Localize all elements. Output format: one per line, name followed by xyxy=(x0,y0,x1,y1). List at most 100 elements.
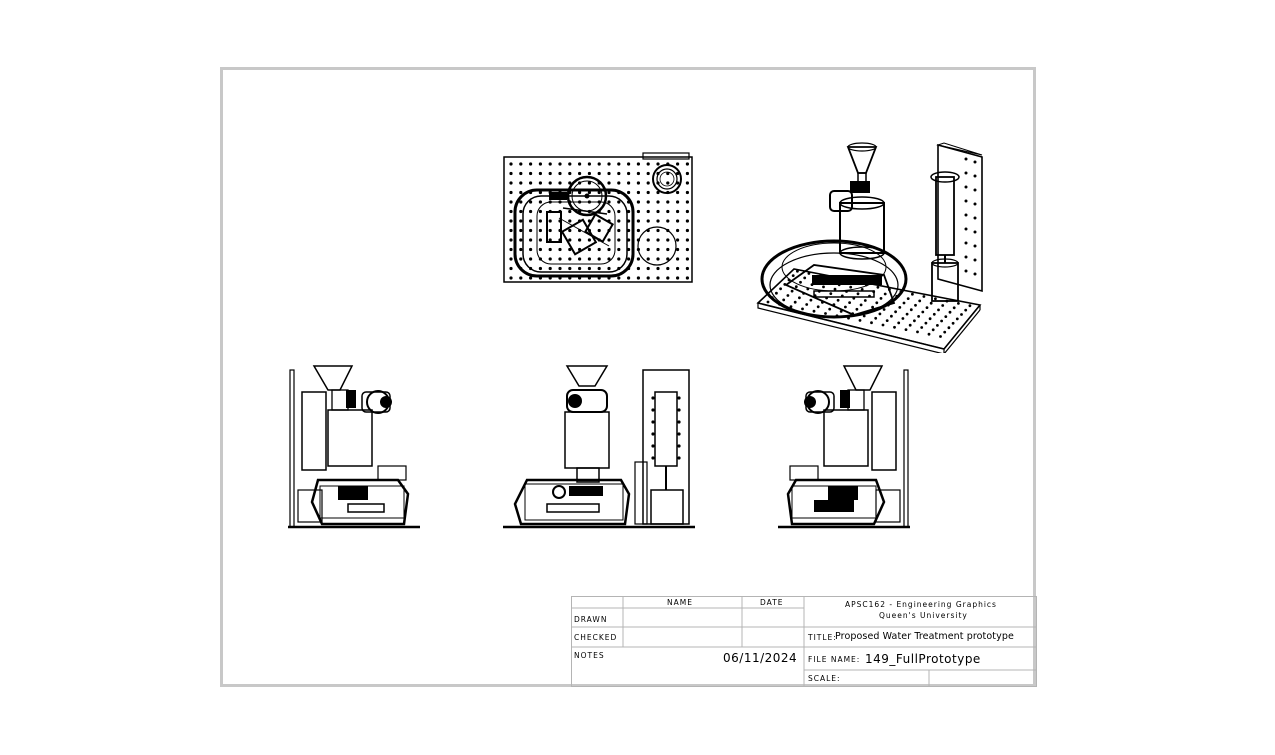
pegboard-hole xyxy=(870,321,873,325)
pegboard-hole xyxy=(548,219,552,223)
pegboard-hole xyxy=(578,190,582,195)
pegboard-hole xyxy=(666,171,670,176)
pegboard-hole xyxy=(568,238,572,242)
pegboard-hole xyxy=(656,257,660,261)
pegboard-hole xyxy=(558,162,562,166)
pegboard-hole xyxy=(666,266,670,271)
title-block: NAME DATE DRAWN CHECKED NOTES 06/11/2024… xyxy=(571,596,1037,687)
pegboard-hole xyxy=(509,162,513,166)
pegboard-hole xyxy=(587,266,591,271)
pegboard-hole xyxy=(685,276,689,280)
pegboard-hole xyxy=(607,171,611,176)
pegboard-hole xyxy=(509,257,513,261)
pegboard-hole xyxy=(627,276,631,280)
pegboard-hole xyxy=(646,276,650,280)
pegboard-hole xyxy=(828,307,832,311)
pegboard-hole xyxy=(617,276,621,280)
pegboard-hole xyxy=(685,171,689,176)
pegboard-hole xyxy=(685,209,689,214)
pegboard-hole xyxy=(916,330,919,334)
pegboard-hole xyxy=(656,209,660,214)
pegboard-hole xyxy=(676,276,680,280)
pegboard-hole xyxy=(548,171,552,176)
pegboard-hole xyxy=(656,276,660,280)
pegboard-hole xyxy=(509,190,513,195)
pegboard-hole xyxy=(538,190,542,195)
pegboard-hole xyxy=(548,238,552,242)
pegboard-hole xyxy=(568,219,572,223)
pegboard-hole xyxy=(568,247,572,252)
pegboard-hole xyxy=(509,171,513,176)
pegboard-hole xyxy=(597,247,601,252)
pegboard-hole xyxy=(960,313,963,316)
pegboard-hole xyxy=(782,298,786,302)
pegboard-hole xyxy=(807,272,811,275)
pegboard-hole xyxy=(908,323,912,327)
pegboard-hole xyxy=(636,171,640,176)
pegboard-hole xyxy=(685,266,689,271)
pegboard-hole xyxy=(677,408,681,412)
scale-label: SCALE: xyxy=(808,674,841,683)
pegboard-hole xyxy=(685,200,689,204)
pegboard-hole xyxy=(651,432,655,436)
pegboard-hole xyxy=(568,171,572,176)
pegboard-hole xyxy=(636,266,640,271)
pegboard-hole xyxy=(646,162,650,166)
pegboard-hole xyxy=(651,408,655,412)
pegboard-hole xyxy=(922,295,926,298)
pegboard-hole xyxy=(893,325,896,329)
pegboard-hole xyxy=(529,276,533,280)
pegboard-hole xyxy=(685,219,689,223)
pegboard-hole xyxy=(656,190,660,195)
pegboard-hole xyxy=(809,298,813,302)
pegboard-hole xyxy=(955,317,959,321)
pegboard-hole xyxy=(833,287,837,291)
pegboard-hole xyxy=(578,266,582,271)
pegboard-hole xyxy=(636,257,640,261)
pegboard-hole xyxy=(676,171,680,176)
pegboard-hole xyxy=(548,247,552,252)
pegboard-hole xyxy=(558,181,562,185)
pegboard-hole xyxy=(607,247,611,252)
pegboard-hole xyxy=(779,287,782,291)
pegboard-hole xyxy=(799,280,802,284)
pegboard-hole xyxy=(798,296,801,300)
pegboard-hole xyxy=(587,162,591,166)
pegboard-hole xyxy=(934,297,937,301)
pegboard-hole xyxy=(929,301,933,305)
pegboard-hole xyxy=(931,328,935,332)
pegboard-hole xyxy=(568,181,572,185)
pegboard-hole xyxy=(905,312,909,316)
pegboard-hole xyxy=(538,171,542,176)
pegboard-hole xyxy=(822,285,825,289)
pegboard-hole xyxy=(548,181,552,185)
pegboard-hole xyxy=(666,238,670,242)
pegboard-hole xyxy=(914,303,917,307)
row-drawn-label: DRAWN xyxy=(574,615,608,624)
pegboard-hole xyxy=(529,238,533,242)
pegboard-hole xyxy=(646,247,650,252)
pegboard-hole xyxy=(964,227,968,231)
pegboard-hole xyxy=(943,330,947,334)
pegboard-hole xyxy=(883,292,887,296)
pegboard-hole xyxy=(801,307,804,311)
pegboard-hole xyxy=(646,171,650,176)
pegboard-hole xyxy=(918,299,922,303)
pegboard-hole xyxy=(766,300,770,304)
left-side-view xyxy=(288,362,422,530)
pegboard-hole xyxy=(656,228,660,233)
pegboard-hole xyxy=(964,157,968,161)
pegboard-hole xyxy=(676,247,680,252)
pegboard-hole xyxy=(617,162,621,166)
pegboard-hole xyxy=(685,247,689,252)
pegboard-hole xyxy=(973,160,977,164)
pegboard-hole xyxy=(519,200,523,204)
pegboard-hole xyxy=(519,238,523,242)
pegboard-hole xyxy=(529,162,533,166)
pegboard-hole xyxy=(509,228,513,233)
pegboard-hole xyxy=(685,238,689,242)
pegboard-hole xyxy=(509,219,513,223)
pegboard-hole xyxy=(656,200,660,204)
pegboard-hole xyxy=(863,299,867,302)
pegboard-hole xyxy=(627,257,631,261)
